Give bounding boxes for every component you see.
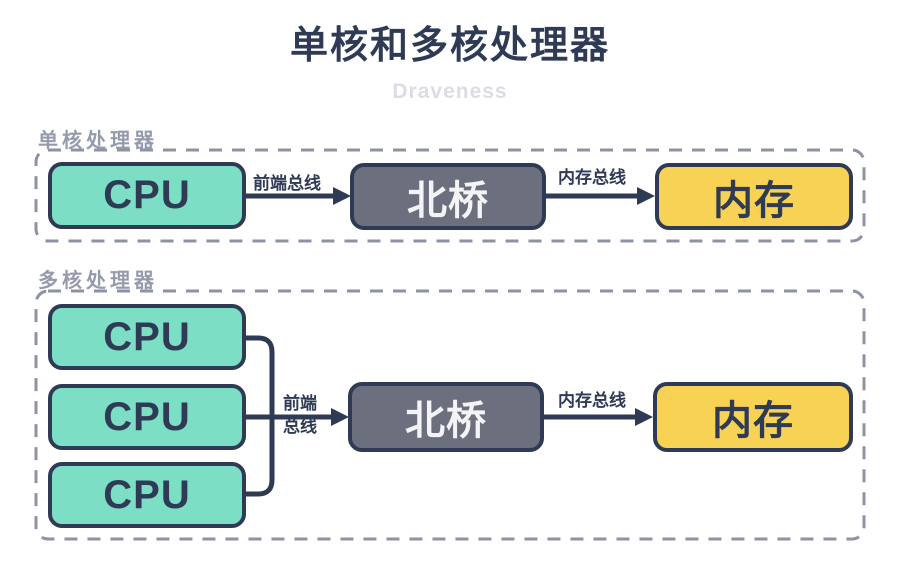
- node-cpu-single: CPU: [48, 162, 246, 229]
- arrowhead-icon: [637, 187, 655, 205]
- page-title: 单核和多核处理器: [289, 25, 610, 67]
- node-cpu-1: CPU: [48, 304, 246, 370]
- node-memory-single-label: 内存: [713, 178, 795, 223]
- front-bus-label-multi: 前端 总线: [283, 392, 327, 438]
- section-label-multi-core: 多核处理器: [38, 270, 158, 292]
- node-cpu-3-label: CPU: [103, 472, 191, 517]
- front-bus-label-single: 前端总线: [253, 174, 321, 193]
- section-label-single-core: 单核处理器: [38, 130, 158, 152]
- memory-bus-label-multi: 内存总线: [558, 391, 626, 410]
- node-cpu-1-label: CPU: [103, 314, 191, 359]
- node-cpu-2: CPU: [48, 384, 246, 450]
- node-northbridge-single-label: 北桥: [407, 178, 489, 223]
- node-northbridge-multi: 北桥: [348, 382, 544, 452]
- arrowhead-icon: [635, 408, 653, 426]
- watermark-text: Draveness: [392, 80, 508, 103]
- arrowhead-icon: [333, 187, 351, 205]
- node-northbridge-multi-label: 北桥: [405, 399, 487, 443]
- node-cpu-3: CPU: [48, 462, 246, 528]
- front-bus-label-line1: 前端: [283, 394, 317, 413]
- node-memory-multi: 内存: [653, 382, 853, 452]
- node-memory-multi-label: 内存: [712, 399, 794, 443]
- node-cpu-2-label: CPU: [103, 394, 191, 439]
- arrowhead-icon: [331, 408, 349, 426]
- memory-bus-label-single: 内存总线: [558, 168, 626, 187]
- front-bus-label-line2: 总线: [283, 417, 317, 436]
- node-memory-single: 内存: [655, 163, 853, 230]
- cpu-merge-wire: [246, 335, 275, 497]
- node-northbridge-single: 北桥: [350, 163, 546, 230]
- node-cpu-single-label: CPU: [103, 173, 191, 217]
